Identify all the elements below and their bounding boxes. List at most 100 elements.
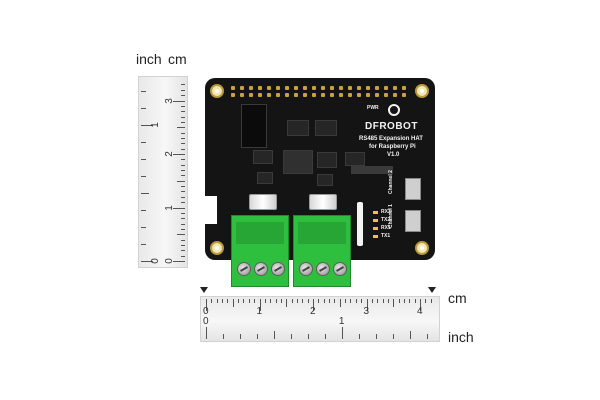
horizontal-ruler-cm-tick bbox=[291, 299, 293, 303]
vertical-ruler-cm-number: 0 bbox=[164, 258, 176, 264]
horizontal-ruler-inch-tick bbox=[392, 334, 394, 339]
board-notch bbox=[205, 196, 217, 224]
horizontal-ruler-inch-tick bbox=[375, 334, 377, 339]
status-led-label: RX2 bbox=[381, 209, 391, 215]
vertical-ruler-inch-number: 1 bbox=[149, 122, 161, 128]
horizontal-ruler-cm-number: 2 bbox=[310, 306, 316, 317]
gpio-pin bbox=[285, 93, 289, 97]
horizontal-ruler-cm-tick bbox=[414, 299, 416, 303]
board-title-line2: for Raspberry Pi bbox=[369, 144, 416, 150]
horizontal-ruler-cm-tick bbox=[334, 299, 336, 303]
vertical-ruler-cm-tick bbox=[181, 170, 185, 172]
horizontal-ruler-cm-tick bbox=[286, 299, 288, 307]
vertical-ruler-cm-number: 3 bbox=[164, 97, 176, 104]
terminal-screw-icon[interactable] bbox=[316, 262, 330, 276]
gpio-pin bbox=[348, 93, 352, 97]
terminal-block-left[interactable] bbox=[231, 215, 289, 287]
vertical-ruler-cm-tick bbox=[181, 223, 185, 225]
gpio-pin bbox=[267, 93, 271, 97]
vertical-ruler-cm-tick bbox=[177, 180, 185, 182]
vertical-ruler-cm-tick bbox=[181, 143, 185, 145]
status-led bbox=[373, 235, 378, 238]
horizontal-ruler-cm-tick bbox=[345, 299, 347, 303]
vertical-ruler-cm-tick bbox=[173, 207, 185, 209]
gpio-pin bbox=[366, 86, 370, 90]
status-led-label: TX1 bbox=[381, 233, 391, 239]
terminal-screw-icon[interactable] bbox=[271, 262, 285, 276]
horizontal-ruler-cm-tick bbox=[307, 299, 309, 303]
vertical-ruler-cm-tick bbox=[181, 228, 185, 230]
vertical-ruler-inch-tick bbox=[141, 227, 146, 229]
channel-1-switch[interactable] bbox=[405, 210, 421, 232]
gpio-pin bbox=[249, 86, 253, 90]
horizontal-ruler-cm-tick bbox=[393, 299, 395, 307]
terminal-screw-icon[interactable] bbox=[299, 262, 313, 276]
horizontal-ruler-cm-tick bbox=[403, 299, 405, 303]
gpio-pin bbox=[285, 86, 289, 90]
vertical-ruler-cm-tick bbox=[181, 186, 185, 188]
gpio-pin bbox=[339, 86, 343, 90]
horizontal-ruler-cm-tick bbox=[211, 299, 213, 303]
vertical-ruler-cm-tick bbox=[181, 111, 185, 113]
gpio-pin bbox=[321, 86, 325, 90]
horizontal-ruler-cm-tick bbox=[355, 299, 357, 303]
mounting-hole-top-right bbox=[415, 84, 429, 98]
horizontal-ruler-cm-tick bbox=[339, 299, 341, 307]
vertical-ruler-cm-tick bbox=[181, 159, 185, 161]
vertical-ruler-cm-tick bbox=[181, 202, 185, 204]
vertical-ruler-inch-label: inch bbox=[136, 51, 162, 67]
vertical-ruler-cm-tick bbox=[181, 116, 185, 118]
mounting-hole-bottom-left bbox=[210, 241, 224, 255]
vertical-ruler-cm-tick bbox=[177, 127, 185, 129]
horizontal-ruler-inch-tick bbox=[222, 334, 224, 339]
horizontal-ruler-cm-tick bbox=[270, 299, 272, 303]
gpio-pin bbox=[267, 86, 271, 90]
channel-2-switch[interactable] bbox=[405, 178, 421, 200]
horizontal-ruler-inch-number: 0 bbox=[203, 316, 209, 327]
terminal-screw-icon[interactable] bbox=[333, 262, 347, 276]
horizontal-ruler-cm-tick bbox=[387, 299, 389, 303]
chip-top-mid bbox=[315, 120, 337, 136]
horizontal-ruler-inch-tick bbox=[206, 327, 207, 339]
gpio-pin bbox=[312, 93, 316, 97]
terminal-block-right[interactable] bbox=[293, 215, 351, 287]
gpio-pin bbox=[231, 93, 235, 97]
dfrobot-logo-icon bbox=[388, 104, 400, 116]
horizontal-ruler-cm-tick bbox=[216, 299, 218, 303]
vertical-ruler-inch-number: 0 bbox=[149, 258, 161, 264]
fuse-right bbox=[309, 194, 337, 210]
horizontal-ruler-cm-tick bbox=[323, 299, 325, 303]
vertical-ruler-cm-tick bbox=[181, 212, 185, 214]
terminal-screw-icon[interactable] bbox=[254, 262, 268, 276]
gpio-pin bbox=[384, 93, 388, 97]
gpio-pin bbox=[375, 86, 379, 90]
horizontal-ruler-cm-label: cm bbox=[448, 290, 467, 306]
horizontal-ruler-cm-tick bbox=[420, 299, 421, 311]
horizontal-ruler-cm-tick bbox=[222, 299, 224, 303]
horizontal-ruler-cm-tick bbox=[398, 299, 400, 303]
gpio-pin bbox=[393, 93, 397, 97]
gpio-header bbox=[231, 86, 409, 98]
chip-lower-left bbox=[257, 172, 273, 184]
vertical-ruler-cm-number: 1 bbox=[164, 204, 176, 211]
vertical-ruler-inch-tick bbox=[141, 261, 153, 262]
fuse-left bbox=[249, 194, 277, 210]
horizontal-ruler-cm-tick bbox=[371, 299, 373, 303]
vertical-ruler-cm-tick bbox=[181, 164, 185, 166]
gpio-pin bbox=[312, 86, 316, 90]
vertical-ruler-inch-tick bbox=[141, 142, 146, 144]
horizontal-ruler-cm-tick bbox=[409, 299, 411, 303]
vertical-ruler-cm-tick bbox=[181, 84, 185, 86]
horizontal-ruler-inch-tick bbox=[256, 334, 258, 339]
gpio-pin bbox=[402, 93, 406, 97]
vertical-ruler-cm-label: cm bbox=[168, 51, 187, 67]
horizontal-ruler-cm-tick bbox=[329, 299, 331, 303]
horizontal-ruler-cm-tick bbox=[313, 299, 314, 311]
gpio-pin bbox=[276, 86, 280, 90]
gpio-pin bbox=[276, 93, 280, 97]
vertical-ruler-cm-tick bbox=[181, 137, 185, 139]
vertical-ruler-cm-tick bbox=[173, 261, 185, 262]
horizontal-ruler-cm-tick bbox=[264, 299, 266, 303]
terminal-screw-icon[interactable] bbox=[237, 262, 251, 276]
